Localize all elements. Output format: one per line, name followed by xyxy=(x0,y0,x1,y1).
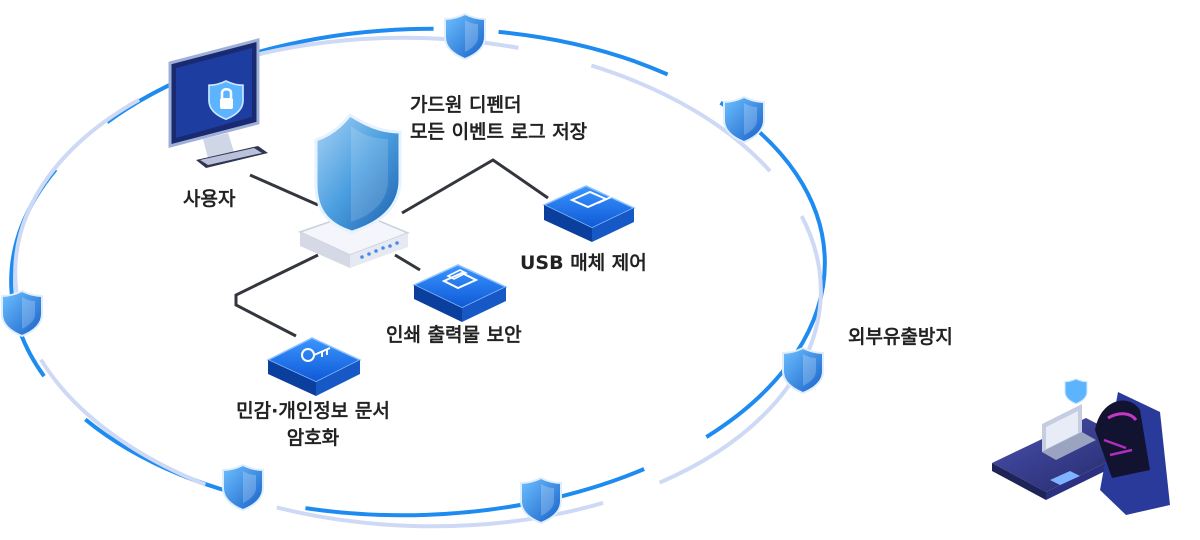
encrypt-icon xyxy=(266,337,362,396)
print-label: 인쇄 출력물 보안 xyxy=(386,324,522,346)
server-icon xyxy=(297,211,411,268)
ring-shield-icon xyxy=(1,290,43,337)
ring-shield-icon xyxy=(222,464,264,511)
encrypt-label-line2: 암호화 xyxy=(286,427,340,449)
usb-icon xyxy=(542,185,636,242)
hacker-icon xyxy=(992,378,1170,515)
ring-outer-dark xyxy=(9,26,827,518)
leak-prevention-label: 외부유출방지 xyxy=(848,326,953,348)
connector-lines xyxy=(234,158,549,338)
user-label: 사용자 xyxy=(183,188,236,210)
defender-shield-icon xyxy=(314,112,402,234)
encrypt-label-line1: 민감·개인정보 문서 xyxy=(236,400,390,422)
defender-subtitle: 모든 이벤트 로그 저장 xyxy=(410,121,588,143)
ring-inner-light xyxy=(13,35,823,529)
ring-shield-icon xyxy=(444,13,486,60)
printer-icon xyxy=(412,264,508,322)
defender-title: 가드원 디펜더 xyxy=(410,94,522,116)
monitor-icon xyxy=(168,38,268,168)
usb-label: USB 매체 제어 xyxy=(520,252,647,274)
